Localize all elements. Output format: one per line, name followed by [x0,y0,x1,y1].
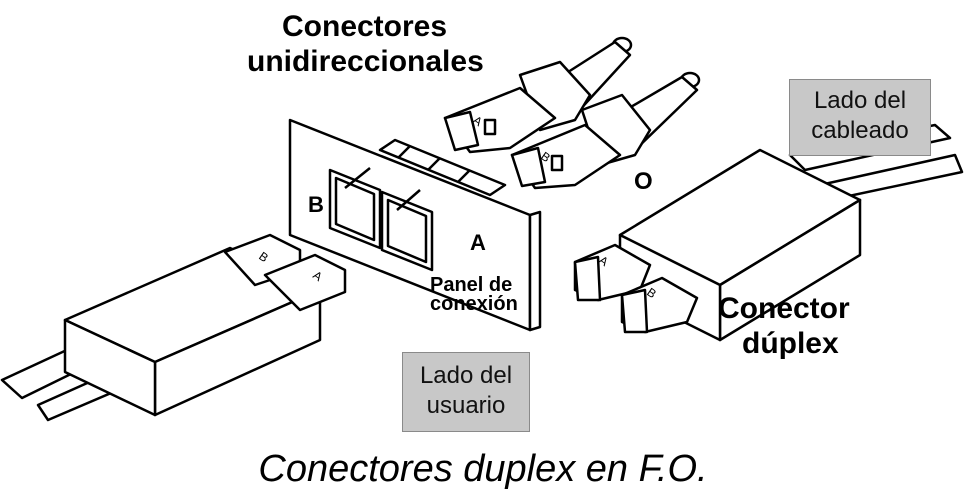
user-box-line2: usuario [426,392,506,419]
panel-label-line2: conexión [430,293,518,315]
figure-caption: Conectores duplex en F.O. [258,448,708,490]
cabling-box-line2: cableado [811,117,909,144]
user-side-box: Lado del usuario [402,352,530,432]
or-label: O [634,168,653,195]
simplex-connector-b: B [510,71,701,190]
panel-ports [328,167,434,272]
unidirectional-title-line2: unidireccionales [247,45,484,78]
duplex-title-line2: dúplex [742,327,839,360]
user-duplex-plug: B A [0,233,347,422]
cabling-box-line1: Lado del [813,87,907,114]
duplex-title-line1: Conector [718,292,850,325]
port-b-label: B [308,192,324,217]
port-a-label: A [470,230,486,255]
simplex-connector-a: A [443,36,633,154]
patch-panel [288,118,542,332]
user-box-line1: Lado del [419,362,513,389]
cabling-duplex-plug: A B [573,123,964,342]
panel-label-line1: Panel de [430,274,513,296]
panel-ridges [378,138,507,197]
cabling-side-box: Lado del cableado [789,79,931,156]
unidirectional-title-line1: Conectores [282,10,448,43]
